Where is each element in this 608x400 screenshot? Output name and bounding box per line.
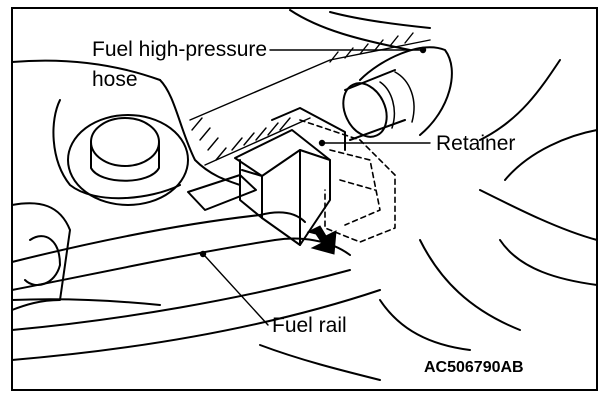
label-fuel-hose-line2: hose [92,68,138,91]
retainer-outline [299,119,396,243]
leader-dot-retainer [318,139,326,147]
fuel-rail [11,211,381,381]
label-fuel-hose-line1: Fuel high-pressure [92,38,267,61]
quick-connector [187,107,346,246]
gasket-hatch [189,32,431,166]
leader-lines [199,46,431,326]
figure-code: AC506790AB [424,359,524,376]
leader-dot-fuel-rail [199,250,207,258]
label-fuel-rail: Fuel rail [272,314,347,337]
leader-fuel-rail [204,255,269,326]
release-direction-arrow [306,225,337,255]
label-retainer: Retainer [436,132,515,155]
leader-dot-fuel-hose [419,46,427,54]
high-pressure-hose [342,46,453,141]
